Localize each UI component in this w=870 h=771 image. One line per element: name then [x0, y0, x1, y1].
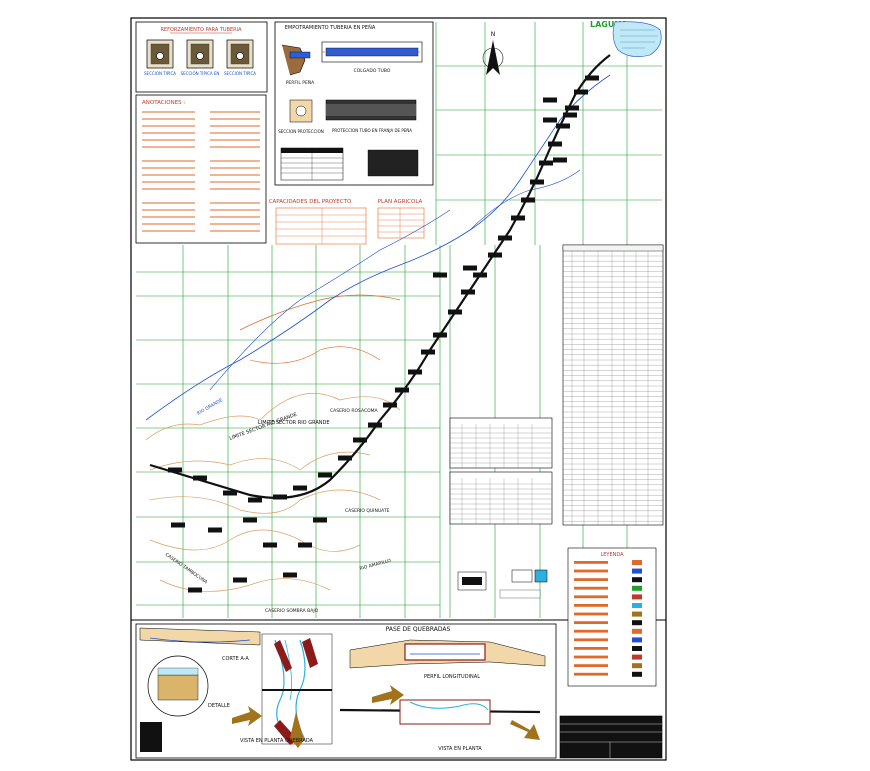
creek-crossing-panel: PASE DE QUEBRADAS CORTE A-A DETALLE VIST…	[135, 623, 557, 759]
plan-title: PLAN AGRICOLA	[378, 199, 423, 205]
capacity-panel: CAPACIDADES DEL PROYECTO PLAN AGRICOLA	[269, 199, 425, 245]
creek-panel-title: PASE DE QUEBRADAS	[386, 626, 451, 633]
north-arrow-icon: N	[482, 31, 504, 75]
embedding-profile-label: PERFIL PEÑA	[286, 79, 315, 86]
plan-view: VISTA EN PLANTA	[339, 699, 541, 752]
vista-planta-quebrada-label: VISTA EN PLANTA QUEBRADA	[240, 738, 314, 744]
pipe-reinforcement-panel: REFORZAMIENTO PARA TUBERIA SECCION TIPIC…	[135, 21, 268, 93]
legend-title: LEYENDA	[600, 552, 624, 558]
title-block	[559, 715, 663, 759]
capacity-title: CAPACIDADES DEL PROYECTO	[269, 199, 352, 205]
detail-circle: DETALLE	[147, 655, 230, 717]
small-labels	[457, 569, 548, 599]
flow-arrow-icon-3	[510, 720, 540, 740]
embedding-pipe-label: COLGADO TUBO	[354, 68, 391, 74]
perfil-label: PERFIL LONGITUDINAL	[424, 674, 480, 680]
detalle-label: DETALLE	[208, 703, 230, 709]
corte-label: CORTE A-A	[222, 656, 249, 662]
pipe-section-2: SECCION TIPICA EN	[181, 39, 220, 76]
legend-panel: LEYENDA	[567, 547, 657, 687]
flow-arrow-icon	[232, 706, 262, 726]
center-table-1	[449, 417, 553, 469]
pipe-section-2-label: SECCION TIPICA EN	[181, 71, 220, 76]
map-label-limite-2: LIMITE SECTOR RIO GRANDE	[258, 420, 330, 426]
creek-plan-view: VISTA EN PLANTA QUEBRADA	[240, 633, 333, 748]
vista-planta-label: VISTA EN PLANTA	[438, 746, 482, 752]
pipe-panel-title: REFORZAMIENTO PARA TUBERIA	[160, 27, 242, 33]
center-table-2	[449, 471, 553, 525]
right-main-table	[562, 244, 664, 526]
flow-arrow-icon-2	[372, 685, 404, 705]
svg-text:N: N	[491, 31, 496, 38]
embedding-detail-label: SECCION PROTECCION	[278, 129, 323, 134]
map-label-caserio-1: CASERIO ROSACOMA	[330, 408, 379, 414]
map-label-caserio-4: CASERIO SOMBRA BAJO	[265, 608, 319, 614]
pipe-section-3: SECCION TIPICA	[224, 39, 256, 76]
notes-title: ANOTACIONES :	[142, 100, 185, 106]
embedding-panel-title: EMPOTRAMIENTO TUBERIA EN PEÑA	[285, 24, 376, 31]
pipe-embedding-panel: EMPOTRAMIENTO TUBERIA EN PEÑA PERFIL PEÑ…	[274, 21, 434, 186]
pipe-section-1: SECCION TIPICA	[144, 39, 176, 76]
pipe-section-1-label: SECCION TIPICA	[144, 71, 176, 76]
embedding-protection-label: PROTECCION TUBO EN FRANJA DE PEÑA	[332, 128, 412, 133]
notes-panel: ANOTACIONES :	[135, 94, 267, 244]
lagoon-area: LAGUNA ... N	[482, 20, 662, 75]
pipe-section-3-label: SECCION TIPICA	[224, 71, 256, 76]
longitudinal-profile: PERFIL LONGITUDINAL	[349, 639, 546, 680]
canal-structures	[168, 75, 599, 593]
map-label-caserio-2: CASERIO QUINUATE	[345, 508, 390, 514]
